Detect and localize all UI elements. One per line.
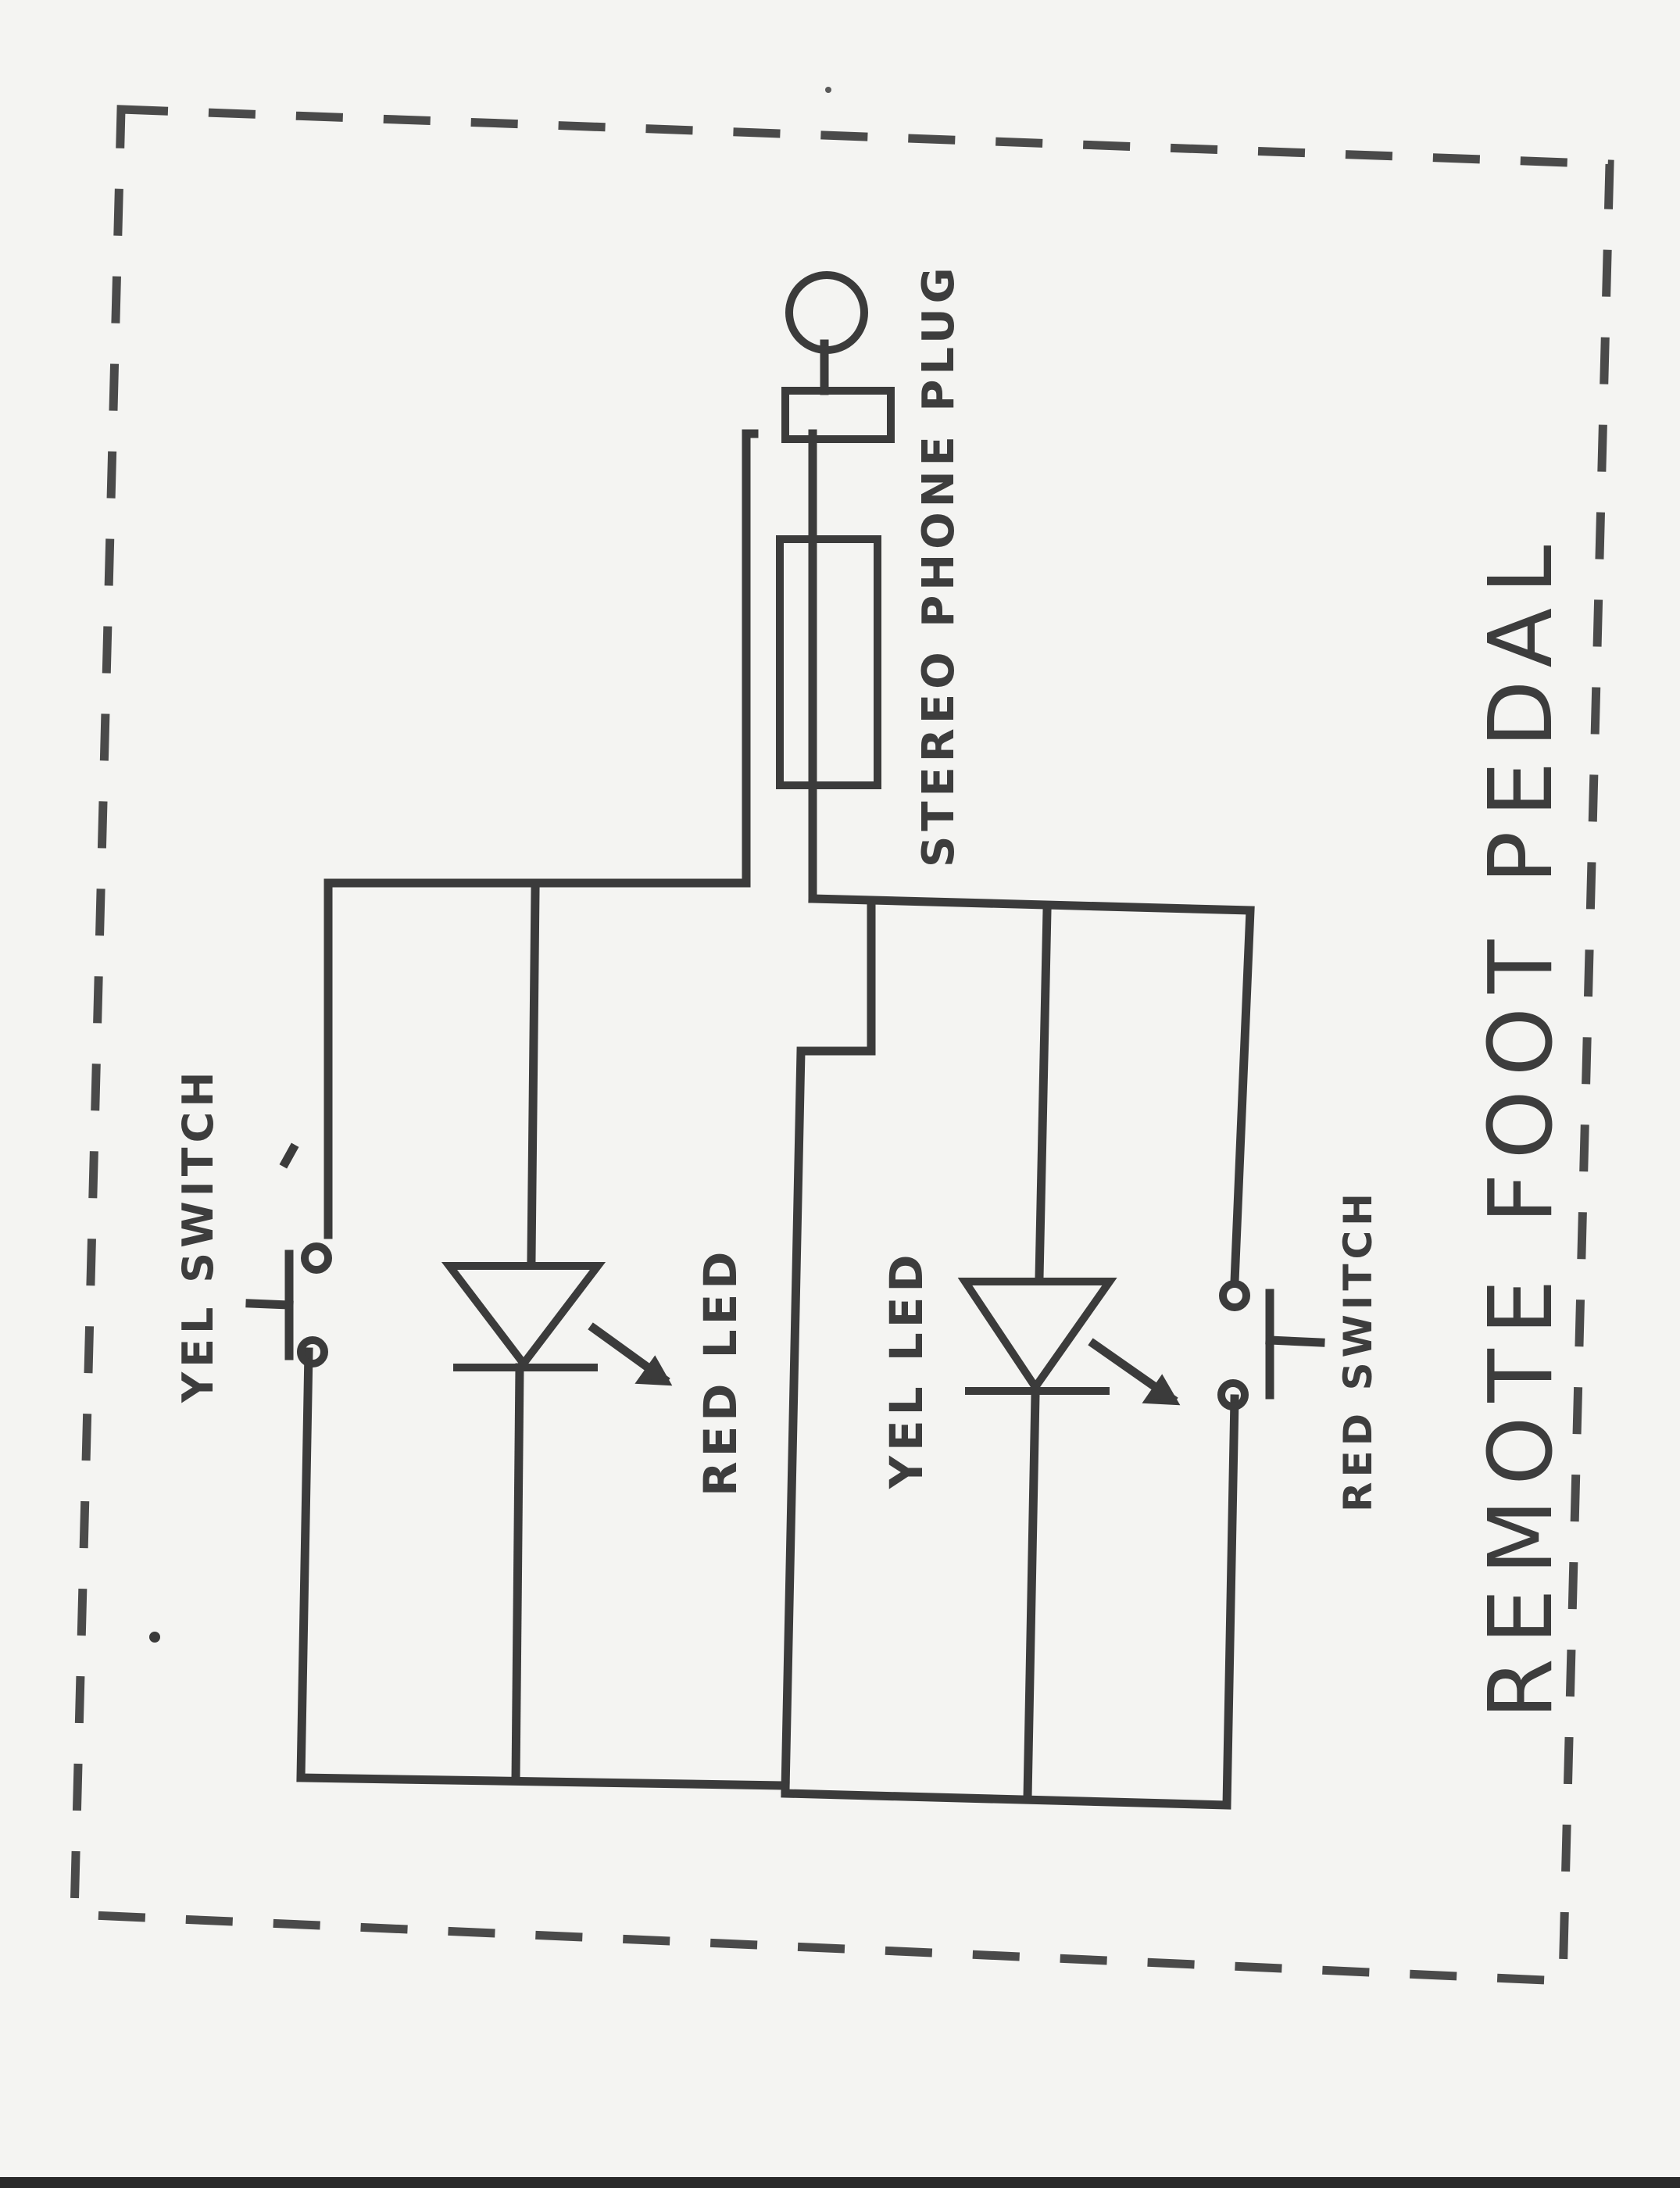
right-circuit (781, 429, 1255, 1810)
scan-edge (0, 2177, 1680, 2188)
red-led-label: RED LED (694, 1247, 747, 1496)
red-switch-label: RED SWITCH (1335, 1189, 1381, 1512)
speck (149, 1632, 160, 1643)
red-switch-symbol (1217, 1280, 1325, 1410)
diagram-title: REMOTE FOOT PEDAL (1471, 531, 1572, 1720)
yel-led-label: YEL LED (880, 1250, 933, 1490)
left-circuit (296, 429, 790, 1790)
red-led-symbol (441, 1262, 673, 1386)
stereo-phone-plug (776, 271, 895, 789)
enclosure-border (70, 105, 1614, 1986)
speck (825, 87, 831, 93)
stereo-phone-plug-label: STEREO PHONE PLUG (913, 263, 964, 867)
yel-switch-label: YEL SWITCH (173, 1067, 223, 1403)
yel-led-symbol (957, 1278, 1181, 1406)
yel-switch-symbol (245, 1142, 332, 1368)
